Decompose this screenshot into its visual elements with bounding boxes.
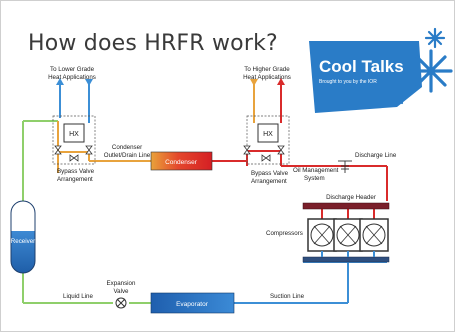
arrow-up-higher-icon	[277, 78, 285, 85]
snowflake-mid-icon	[383, 84, 407, 108]
snowflake-small-icon	[424, 27, 446, 49]
snowflake-large-icon	[409, 49, 453, 93]
suction-line-label: Suction Line	[270, 293, 305, 300]
suction-header	[302, 256, 390, 263]
oil-management-label-1: Oil Management	[293, 167, 339, 174]
logo-badge-shape	[309, 41, 422, 113]
condenser	[150, 151, 213, 171]
bypass-valves-right-icon	[243, 145, 285, 162]
expansion-valve-label-2: Valve	[113, 288, 129, 295]
bypass-valves-left-icon	[54, 145, 93, 162]
evaporator-label: Evaporator	[176, 301, 209, 308]
lower-grade-label-1: To Lower Grade	[50, 66, 95, 73]
bypass-right-label-2: Arrangement	[251, 178, 287, 185]
oil-separator-icon	[338, 160, 352, 173]
logo-name: Cool Talks	[319, 57, 404, 76]
expansion-valve-label-1: Expansion	[107, 280, 136, 287]
compressor-2	[333, 218, 363, 252]
discharge-header-label: Discharge Header	[326, 194, 376, 201]
hot-pipes	[212, 82, 388, 219]
compressor-3	[359, 218, 389, 252]
suction-connectors	[321, 251, 375, 257]
liquid-line-label: Liquid Line	[63, 293, 93, 300]
liquid-pipes	[22, 120, 151, 304]
hx-right-label: HX	[263, 131, 273, 138]
arrow-down-higher-icon	[250, 79, 258, 86]
condenser-label: Condenser	[165, 159, 198, 166]
bypass-left-label-1: Bypass Valve	[57, 168, 95, 175]
bypass-right-label-1: Bypass Valve	[251, 170, 289, 177]
logo-tagline: Brought to you by the IOR	[319, 79, 377, 85]
receiver	[10, 200, 36, 274]
compressors-label: Compressors	[266, 230, 303, 237]
bypass-box-right	[246, 115, 290, 165]
condenser-outlet-label-2: Outlet/Drain Line	[104, 152, 151, 159]
arrow-down-lower-icon	[85, 79, 93, 86]
expansion-valve-icon	[115, 297, 127, 309]
bypass-left-label-2: Arrangement	[57, 176, 93, 183]
hx-left-label: HX	[69, 131, 79, 138]
cool-pipes	[59, 82, 387, 304]
discharge-header	[302, 202, 390, 210]
receiver-label: Receiver	[11, 238, 35, 245]
higher-grade-label-2: Heat Applications	[243, 74, 291, 81]
oil-management-label-2: System	[304, 175, 325, 182]
lower-grade-label-2: Heat Applications	[48, 74, 96, 81]
evaporator	[150, 292, 235, 314]
discharge-line-label: Discharge Line	[355, 152, 397, 159]
hx-right	[257, 123, 279, 143]
condenser-outlet-label-1: Condenser	[112, 144, 142, 151]
slide-title: How does HRFR work?	[28, 31, 278, 56]
compressor-1	[307, 218, 337, 252]
bypass-box-left	[52, 115, 96, 165]
arrow-up-lower-icon	[56, 78, 64, 85]
cool-talks-logo: Cool Talks Brought to you by the IOR	[309, 27, 453, 113]
hx-left	[63, 123, 85, 143]
higher-grade-label-1: To Higher Grade	[244, 66, 290, 73]
